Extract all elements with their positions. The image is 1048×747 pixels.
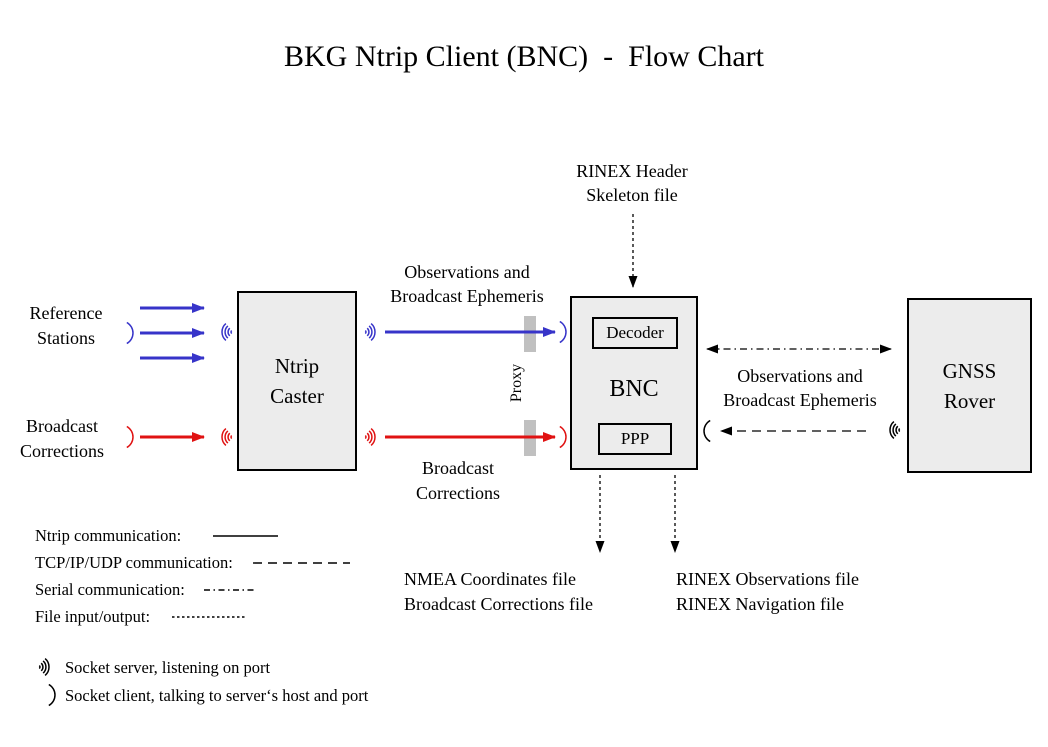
node-bnc: Decoder BNC PPP xyxy=(570,296,698,470)
node-ntrip-caster: Ntrip Caster xyxy=(237,291,357,471)
legend-item-tcpip: TCP/IP/UDP communication: xyxy=(35,553,233,572)
socket-client-icon xyxy=(126,321,134,345)
legend-item-ntrip: Ntrip communication: xyxy=(35,526,182,545)
reference-stations-label: Reference Stations xyxy=(29,303,103,348)
ppp-label: PPP xyxy=(620,429,650,448)
obs-ephemeris-left-label: Observations and Broadcast Ephemeris xyxy=(390,262,544,306)
bnc-label: BNC xyxy=(609,376,659,402)
socket-server-icon xyxy=(221,322,233,342)
proxy-bar-top xyxy=(524,316,536,352)
socket-server-icon xyxy=(364,427,376,447)
broadcast-corrections-input-label: Broadcast Corrections xyxy=(20,416,104,461)
socket-client-icon xyxy=(126,425,134,449)
obs-ephemeris-right-label: Observations and Broadcast Ephemeris xyxy=(723,366,877,410)
socket-client-icon xyxy=(48,683,56,707)
socket-client-icon xyxy=(703,419,711,443)
socket-server-icon xyxy=(889,420,901,440)
proxy-bar-bottom xyxy=(524,420,536,456)
socket-server-icon xyxy=(38,657,50,677)
proxy-label: Proxy xyxy=(508,363,525,403)
legend-socket-client: Socket client, talking to server‘s host … xyxy=(65,686,369,705)
gnss-rover-label: GNSS xyxy=(942,358,997,383)
node-gnss-rover: GNSS Rover xyxy=(907,298,1032,473)
decoder-label: Decoder xyxy=(606,323,664,342)
node-ppp: PPP xyxy=(598,423,672,455)
broadcast-corrections-mid-label: Broadcast Corrections xyxy=(416,458,500,503)
legend-item-serial: Serial communication: xyxy=(35,580,185,599)
nmea-output-files-label: NMEA Coordinates file Broadcast Correcti… xyxy=(404,569,593,614)
ntrip-caster-label: Ntrip xyxy=(274,354,320,378)
legend-item-fileio: File input/output: xyxy=(35,607,151,626)
socket-client-icon xyxy=(559,425,567,449)
gnss-rover-label: Rover xyxy=(943,388,996,413)
rinex-output-files-label: RINEX Observations file RINEX Navigation… xyxy=(676,569,859,614)
legend-socket-server: Socket server, listening on port xyxy=(65,658,271,677)
socket-client-icon xyxy=(559,320,567,344)
page-title: BKG Ntrip Client (BNC) - Flow Chart xyxy=(284,40,764,73)
node-decoder: Decoder xyxy=(592,317,678,349)
socket-server-icon xyxy=(221,427,233,447)
ntrip-caster-label: Caster xyxy=(270,384,324,408)
rinex-header-skeleton-label: RINEX Header Skeleton file xyxy=(576,161,688,205)
socket-server-icon xyxy=(364,322,376,342)
